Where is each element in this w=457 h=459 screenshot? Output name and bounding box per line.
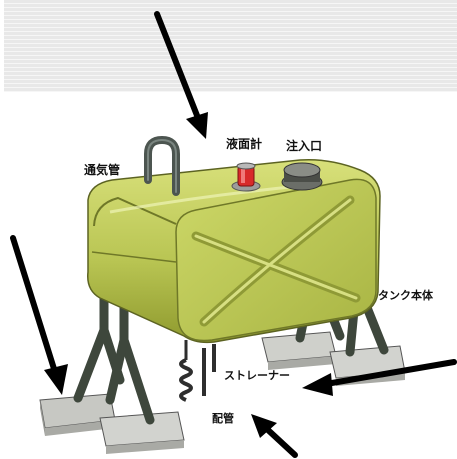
- top-banner: [0, 0, 457, 92]
- arrow-down-left: [10, 235, 58, 375]
- tank-body: [87, 158, 381, 344]
- arrow-down-right-head: [186, 112, 208, 139]
- pointer-arrows: [10, 11, 457, 458]
- piping-label: 配管: [212, 412, 234, 425]
- level-gauge: [231, 162, 261, 192]
- arrow-down-left-head: [44, 364, 68, 395]
- tank-body-label: タンク本体: [378, 289, 433, 302]
- strainer-label: ストレーナー: [224, 369, 290, 382]
- arrow-up-left: [265, 427, 298, 458]
- arrow-up-left-head: [251, 414, 277, 438]
- level-gauge-label: 液面計: [226, 137, 263, 151]
- vent-pipe-label: 通気管: [84, 163, 121, 177]
- strainer: [179, 344, 216, 402]
- arrow-left: [323, 359, 457, 387]
- vent-pipe: [144, 135, 180, 196]
- filler-port-label: 注入口: [286, 139, 323, 153]
- filler-port: [281, 162, 323, 191]
- arrow-left-head: [302, 373, 333, 396]
- arrow-down-right: [154, 11, 201, 121]
